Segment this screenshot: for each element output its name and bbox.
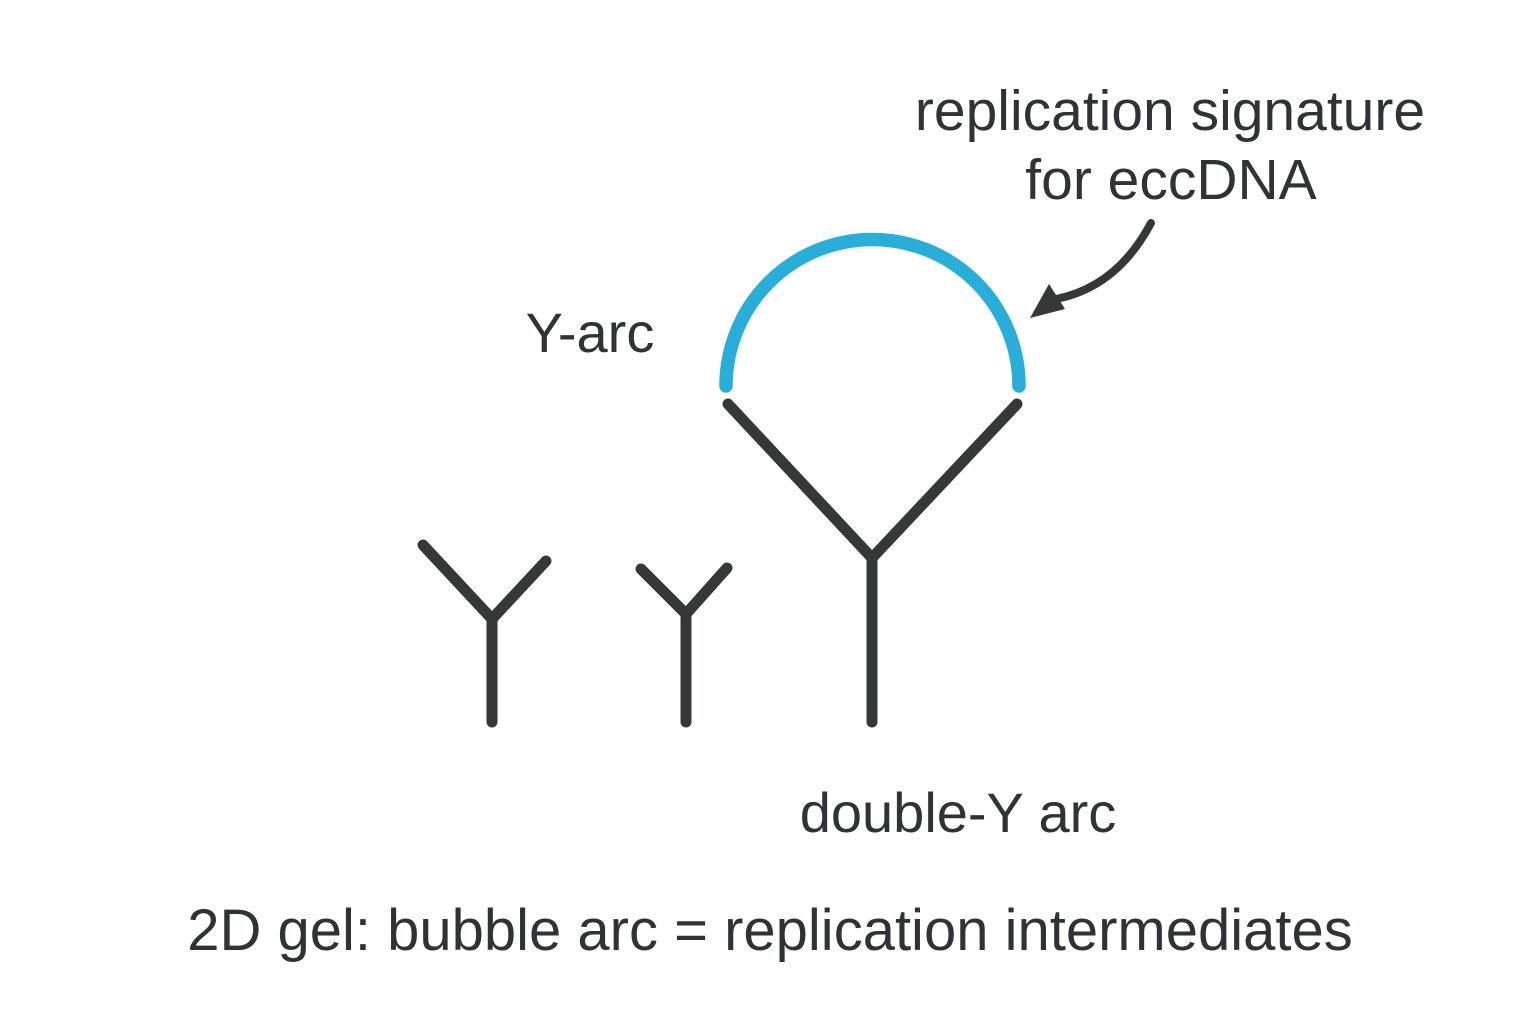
y-fork-small-middle	[635, 562, 733, 728]
annotation-line2: for eccDNA	[1025, 148, 1316, 212]
y-fork-small-left	[417, 539, 552, 728]
double-y-structure	[722, 398, 1023, 728]
curved-arrow-shaft	[1052, 219, 1155, 303]
curved-arrow-icon	[1030, 219, 1155, 318]
bubble-arc	[719, 232, 1026, 393]
annotation-line1: replication signature	[915, 79, 1425, 143]
caption-text: 2D gel: bubble arc = replication interme…	[187, 898, 1353, 963]
double-y-arc-label: double-Y arc	[800, 781, 1117, 844]
y-arc-label: Y-arc	[526, 301, 655, 364]
curved-arrow-head	[1030, 284, 1065, 318]
